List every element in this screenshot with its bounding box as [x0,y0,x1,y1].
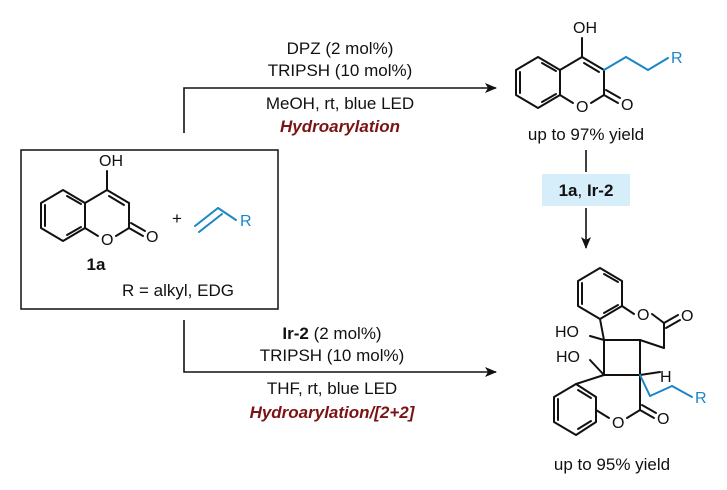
bottom-conditions: THF, rt, blue LED [267,379,397,398]
middle-reagent-1a: 1a [559,181,578,200]
bottom-catalyst: Ir-2 [282,324,308,343]
carbonyl-oxygen-top: O [621,97,633,114]
ring-oxygen-lower: O [612,415,624,432]
carbonyl-oxygen-lower: O [657,411,669,428]
middle-reagent-ir2: Ir-2 [587,181,613,200]
ring-oxygen-top: O [576,99,588,116]
middle-reagents: 1a, Ir-2 [559,181,614,200]
hydroarylation-product-structure [515,37,621,109]
ho-label-upper: HO [555,324,579,341]
ring-oxygen-upper: O [637,307,649,324]
reagent-highlight-box [542,174,630,206]
oh-label-1a: OH [99,153,123,170]
r-label-bottom: R [695,390,707,407]
top-reagent-1: DPZ (2 mol%) [287,39,394,58]
plus-sign: + [172,209,182,228]
bottom-reaction-name: Hydroarylation/[2+2] [250,403,416,422]
compound-id-1a: 1a [87,255,106,274]
r-definition: R = alkyl, EDG [122,281,234,300]
carbonyl-oxygen-upper: O [681,308,693,325]
top-conditions: MeOH, rt, blue LED [266,94,414,113]
alkene-structure [194,207,237,233]
alkene-r-label: R [240,213,252,230]
ho-label-lower: HO [556,349,580,366]
bottom-reagent-1: Ir-2 (2 mol%) [282,324,381,343]
bottom-reagent-2: TRIPSH (10 mol%) [260,346,405,365]
bottom-product-yield: up to 95% yield [554,455,670,474]
starting-material-box [20,149,279,310]
top-reagent-2: TRIPSH (10 mol%) [268,61,413,80]
cyclobutane-dimer-structure [553,267,681,436]
r-label-top: R [671,50,683,67]
top-reaction-name: Hydroarylation [280,117,400,136]
ring-oxygen-1a: O [101,232,113,249]
carbonyl-oxygen-1a: O [146,229,158,246]
middle-separator: , [578,181,587,200]
bottom-reaction-arrow [183,320,497,377]
bottom-catalyst-loading: (2 mol%) [309,324,382,343]
oh-label-top: OH [573,20,597,37]
top-product-side-chain [603,56,669,71]
top-product-yield: up to 97% yield [528,125,644,144]
top-reaction-arrow [183,83,497,133]
bottom-product-side-chain [639,374,693,398]
h-label: H [660,369,672,386]
coumarin-1a-structure [40,170,146,242]
